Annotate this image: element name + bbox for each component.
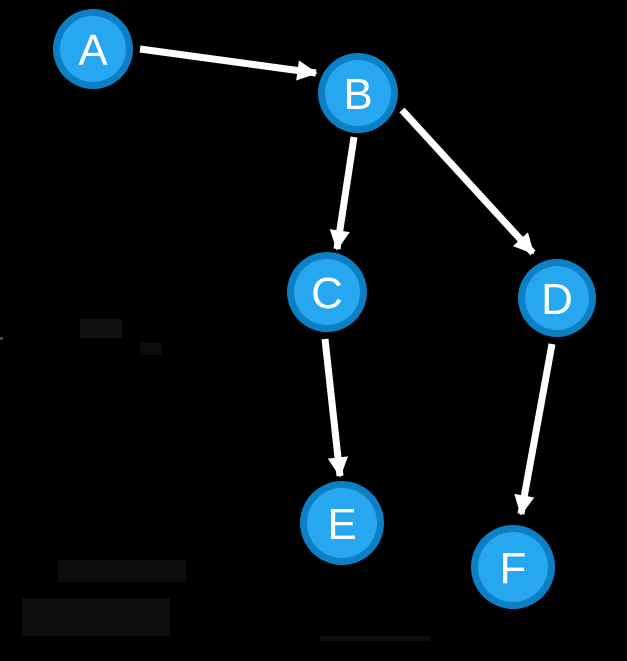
node-fill (478, 532, 548, 602)
node-fill (325, 60, 391, 126)
smudge-artifact (80, 319, 122, 338)
node-label: C (311, 269, 343, 318)
node-D[interactable]: D (518, 259, 596, 337)
smudge-artifact (22, 598, 170, 636)
smudge-artifact (320, 636, 430, 641)
node-label: F (500, 544, 527, 593)
node-label: D (541, 275, 573, 324)
node-E[interactable]: E (300, 481, 384, 565)
edge-B-C (329, 136, 358, 251)
node-fill (294, 259, 360, 325)
nodes-layer: A B C D E F (53, 9, 596, 609)
node-fill (525, 266, 589, 330)
node-label: A (78, 26, 108, 75)
node-label: E (327, 500, 356, 549)
smudge-artifact (58, 560, 186, 582)
node-fill (307, 488, 377, 558)
edge-A-B (139, 45, 318, 81)
node-label: B (343, 70, 372, 119)
node-C[interactable]: C (287, 252, 367, 332)
node-B[interactable]: B (318, 53, 398, 133)
smudge-artifact (140, 342, 162, 355)
node-F[interactable]: F (471, 525, 555, 609)
edge-D-F (514, 343, 556, 516)
edges-layer (139, 45, 556, 516)
edge-C-E (321, 338, 349, 478)
edge-B-D (399, 107, 536, 256)
smudge-artifact (0, 337, 3, 340)
artifacts-layer (0, 319, 430, 641)
node-fill (60, 16, 126, 82)
node-A[interactable]: A (53, 9, 133, 89)
